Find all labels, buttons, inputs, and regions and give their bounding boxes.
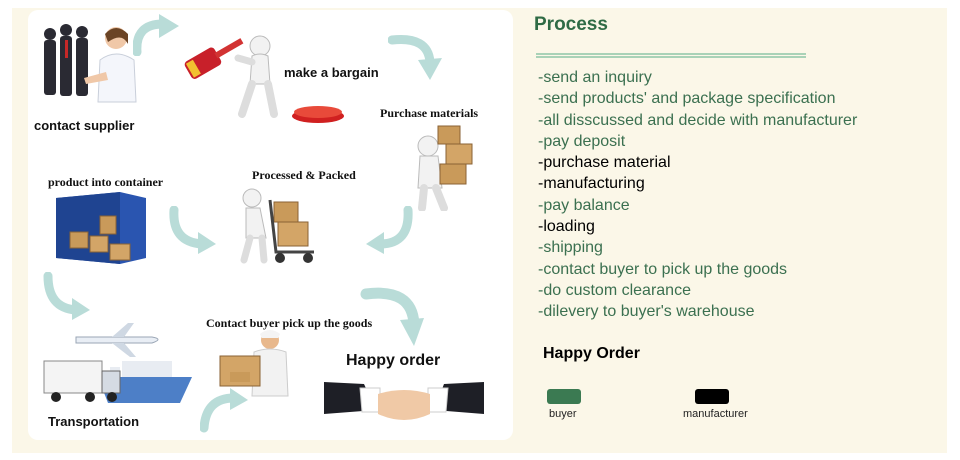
process-step: -pay deposit — [538, 132, 626, 150]
transportation-icon — [43, 323, 192, 403]
curved-arrow-icon — [366, 206, 413, 254]
step-caption-happy-order: Happy order — [346, 352, 441, 369]
handshake-icon — [324, 382, 484, 420]
process-step: -shipping — [538, 239, 603, 257]
gavel-figure-icon — [184, 35, 278, 118]
happy-order-heading: Happy Order — [543, 345, 640, 362]
truck-container-icon — [56, 192, 146, 264]
business-people-icon — [44, 24, 137, 103]
process-panel: Process -send an inquiry -send products'… — [534, 0, 954, 460]
hand-truck-figure-icon — [240, 188, 314, 264]
title-divider — [536, 53, 806, 58]
legend-swatch-manufacturer — [695, 389, 729, 404]
step-caption-make-a-bargain: make a bargain — [284, 65, 379, 80]
carrying-boxes-figure-icon — [417, 125, 473, 211]
process-step: -all disscussed and decide with manufact… — [538, 111, 858, 129]
legend-swatch-buyer — [547, 389, 581, 404]
process-step: -send an inquiry — [538, 69, 652, 86]
process-step: -send products' and package specificatio… — [538, 90, 836, 108]
step-caption-transportation: Transportation — [48, 414, 140, 429]
process-step: -pay balance — [538, 196, 630, 214]
sound-block-icon — [292, 106, 344, 123]
step-caption-contact-buyer: Contact buyer pick up the goods — [206, 316, 373, 330]
step-caption-purchase-materials: Purchase materials — [380, 106, 479, 120]
legend-label-buyer: buyer — [549, 408, 577, 420]
process-step: -purchase material — [538, 154, 671, 172]
airplane-icon — [75, 323, 159, 357]
process-steps-list: -send an inquiry -send products' and pac… — [538, 67, 857, 323]
curved-arrow-icon — [169, 206, 216, 254]
process-step: -loading — [538, 218, 595, 236]
step-caption-processed-packed: Processed & Packed — [252, 168, 356, 182]
process-step: -manufacturing — [538, 175, 645, 193]
process-step: -contact buyer to pick up the goods — [538, 260, 788, 278]
ship-icon — [98, 361, 192, 403]
process-step: -dilevery to buyer's warehouse — [538, 303, 755, 321]
legend-label-manufacturer: manufacturer — [683, 408, 748, 420]
curved-arrow-icon — [360, 287, 424, 346]
process-diagram: contact supplier make a bargain Purchase… — [28, 10, 513, 440]
delivery-man-icon — [219, 330, 289, 397]
truck-icon — [43, 360, 121, 402]
step-caption-contact-supplier: contact supplier — [34, 118, 135, 133]
panel-title: Process — [534, 14, 608, 35]
curved-arrow-icon — [43, 272, 90, 320]
curved-arrow-icon — [133, 14, 179, 56]
process-step: -do custom clearance — [538, 281, 691, 299]
curved-arrow-icon — [200, 388, 248, 433]
step-caption-product-into-container: product into container — [48, 175, 164, 189]
curved-arrow-icon — [388, 34, 442, 80]
